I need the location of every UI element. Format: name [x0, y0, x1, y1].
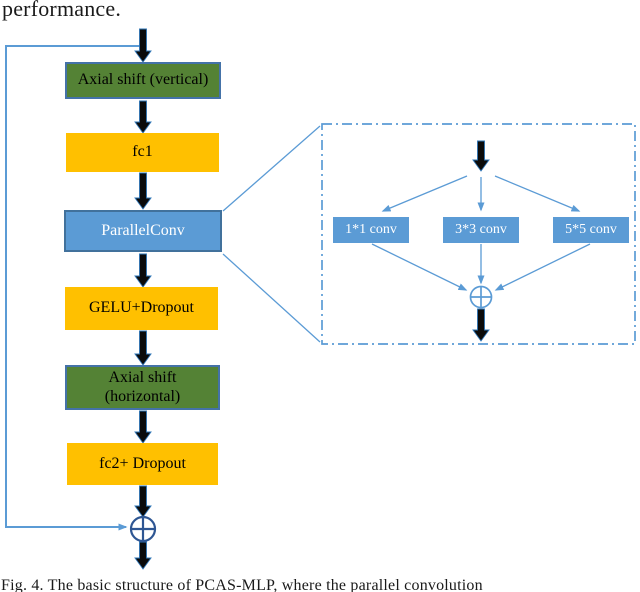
panel-fanout-lines	[381, 175, 581, 212]
figure-caption: Fig. 4. The basic structure of PCAS-MLP,…	[1, 577, 483, 592]
skip-connection-line	[5, 45, 140, 531]
main-flow-arrows	[134, 28, 490, 570]
arrow-output-icon	[134, 541, 152, 570]
line-5x5conv-to-sum	[494, 243, 591, 291]
parallelconv-box: ParallelConv	[64, 210, 222, 252]
line-1x1conv-to-sum	[371, 243, 468, 291]
fc2-dropout-box: fc2+ Dropout	[67, 443, 218, 485]
callout-line-bottom	[222, 253, 321, 343]
arrow-panel-input-icon	[472, 140, 490, 172]
body-text-fragment: performance.	[2, 0, 122, 21]
arrow-panel-output-icon	[472, 308, 490, 342]
arrow-pconv-to-gelu-icon	[134, 253, 152, 288]
line-to-1x1conv	[381, 175, 468, 212]
panel-converge-lines	[371, 243, 591, 291]
arrow-fc2-to-sum-icon	[134, 485, 152, 518]
callout-line-top	[222, 125, 321, 212]
fc1-box: fc1	[66, 133, 219, 172]
axial-shift-vertical-box: Axial shift (vertical)	[65, 62, 221, 99]
gelu-dropout-box: GELU+Dropout	[65, 287, 218, 330]
conv-3x3-box: 3*3 conv	[443, 217, 519, 243]
line-to-5x5conv	[494, 175, 581, 212]
conv-5x5-box: 5*5 conv	[553, 217, 629, 243]
arrow-gelu-to-axialh-icon	[134, 330, 152, 366]
arrow-input-icon	[134, 28, 152, 63]
panel-sum-plus-icon	[469, 285, 493, 309]
arrow-axialv-to-fc1-icon	[134, 100, 152, 134]
conv-1x1-box: 1*1 conv	[333, 217, 409, 243]
main-sum-plus-icon	[129, 515, 157, 543]
arrow-axialh-to-fc2-icon	[134, 410, 152, 444]
parallelconv-detail-panel-border	[321, 123, 636, 345]
arrow-fc1-to-pconv-icon	[134, 172, 152, 210]
axial-shift-horizontal-box: Axial shift (horizontal)	[65, 365, 220, 410]
